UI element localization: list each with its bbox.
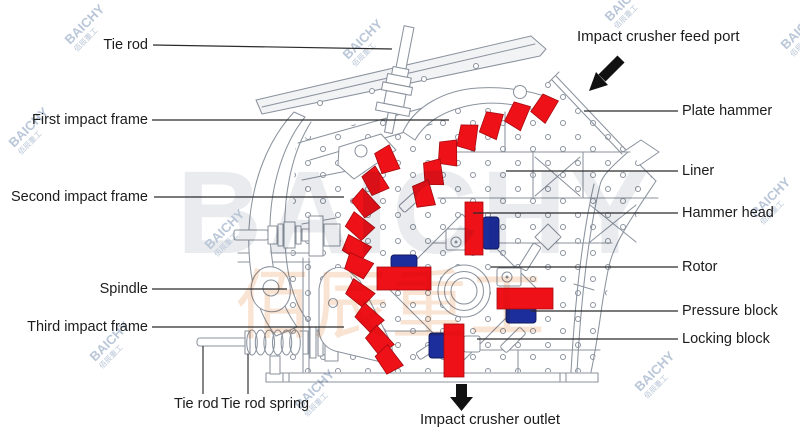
rotor-hammer-assemblies [376,201,554,378]
label-tie-rod-bottom: Tie rod [174,396,219,412]
label-first-impact-frame: First impact frame [31,112,148,128]
svg-text:佰辰重工: 佰辰重工 [71,25,100,54]
label-third-impact-frame: Third impact frame [27,319,148,335]
plate-hammer-chain-second [341,144,401,263]
diamond-detail [534,223,562,251]
plate-hammer-chain-first [412,93,560,208]
caption-feed-port: Impact crusher feed port [577,28,740,45]
svg-text:BAICHY: BAICHY [340,16,386,62]
tie-rod-spring-part [246,329,301,356]
label-liner: Liner [682,163,715,179]
feed-port-arrow-icon [589,55,625,91]
label-tie-rod-spring: Tie rod spring [221,396,310,412]
vanes [398,187,562,360]
svg-text:佰辰重工: 佰辰重工 [611,2,640,31]
spindle-part [233,215,341,257]
svg-text:BAICHY: BAICHY [632,348,678,394]
base-frame [265,372,599,383]
label-tie-rod-top: Tie rod [103,37,148,53]
svg-text:BAICHY: BAICHY [202,206,248,252]
leader-lines [152,44,678,394]
label-rotor: Rotor [682,259,718,275]
tie-rod-top-part [375,25,415,135]
svg-text:佰辰重工: 佰辰重工 [349,40,378,69]
second-impact-frame-beam [337,133,397,180]
label-plate-hammer: Plate hammer [682,103,773,119]
svg-text:佰辰重工: 佰辰重工 [96,342,125,371]
caption-outlet: Impact crusher outlet [420,411,561,428]
feed-chute-and-right-wall [548,71,660,373]
label-locking-block: Locking block [682,331,770,347]
svg-text:BAICHY: BAICHY [778,6,800,52]
outlet-arrow-icon [450,384,473,411]
locking-block-part [482,216,500,250]
hammer-head-part [464,201,484,256]
svg-text:佰辰重工: 佰辰重工 [787,30,800,59]
label-hammer-head: Hammer head [682,205,774,221]
svg-text:BAICHY: BAICHY [602,0,648,24]
svg-text:佰辰重工: 佰辰重工 [641,372,670,401]
label-second-impact-frame: Second impact frame [10,189,148,205]
label-pressure-block: Pressure block [682,303,778,319]
svg-text:佰辰重工: 佰辰重工 [15,128,44,157]
plate-hammer-chain-third [344,251,404,375]
svg-text:BAICHY: BAICHY [62,1,108,47]
label-spindle: Spindle [99,281,148,297]
